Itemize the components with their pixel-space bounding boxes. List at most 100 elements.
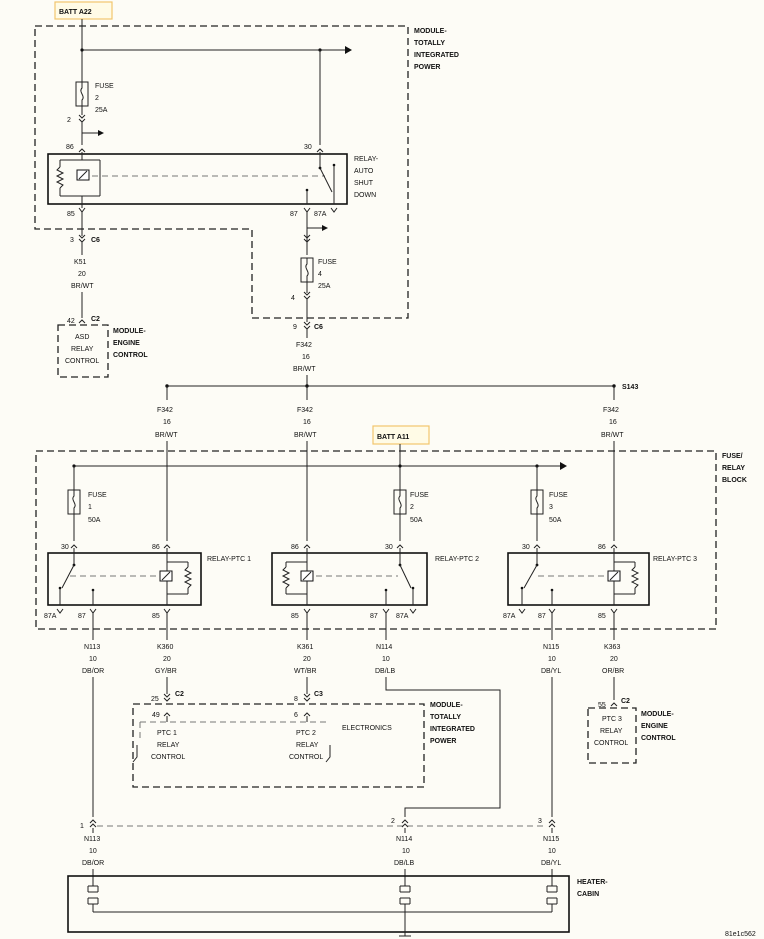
svg-text:F342: F342 (603, 407, 619, 414)
svg-text:86: 86 (291, 544, 299, 551)
svg-text:FUSE/: FUSE/ (722, 453, 743, 460)
svg-text:FUSE: FUSE (88, 492, 107, 499)
svg-text:C3: C3 (314, 691, 323, 698)
svg-text:85: 85 (152, 613, 160, 620)
svg-text:F342: F342 (297, 407, 313, 414)
svg-text:RELAY: RELAY (722, 465, 745, 472)
svg-text:ENGINE: ENGINE (641, 723, 668, 730)
svg-text:N114: N114 (396, 836, 412, 843)
svg-text:2: 2 (95, 95, 99, 102)
ptc2-relay-control: PTC 2 RELAY CONTROL (289, 730, 323, 761)
svg-text:N113: N113 (84, 644, 100, 651)
svg-text:16: 16 (163, 419, 171, 426)
heater-element-1 (87, 885, 99, 912)
svg-text:10: 10 (89, 848, 97, 855)
svg-text:DB/OR: DB/OR (82, 860, 104, 867)
tipm-label: MODULE- TOTALLY INTEGRATED POWER (414, 28, 459, 71)
svg-text:AUTO: AUTO (354, 168, 374, 175)
svg-text:RELAY: RELAY (600, 728, 623, 735)
svg-text:CABIN: CABIN (577, 891, 599, 898)
svg-text:30: 30 (304, 144, 312, 151)
wire-f342-branch-2: F342 16 BR/WT (294, 407, 317, 439)
ecm2-module-outline (587, 707, 637, 764)
svg-text:HEATER-: HEATER- (577, 879, 608, 886)
wire-n114: N114 10 DB/LB (375, 644, 396, 675)
svg-text:RELAY: RELAY (296, 742, 319, 749)
svg-text:MODULE-: MODULE- (430, 702, 463, 709)
svg-text:BR/WT: BR/WT (601, 432, 624, 439)
heater-wire-n115: N115 10 DB/YL (541, 836, 561, 867)
feed-arrow-icon (345, 46, 352, 54)
relay-ptc-3: 30 86 RELAY-PTC 3 87A 87 85 (503, 544, 697, 620)
svg-text:ASD: ASD (75, 334, 89, 341)
fuse-relay-block-label: FUSE/ RELAY BLOCK (722, 453, 747, 484)
svg-text:DB/LB: DB/LB (394, 860, 415, 867)
svg-text:MODULE-: MODULE- (113, 328, 146, 335)
heater-connector-3: 3 (538, 818, 556, 828)
heater-connector-1: 1 (80, 819, 97, 830)
wire-n115: N115 10 DB/YL (541, 644, 561, 675)
svg-text:ENGINE: ENGINE (113, 340, 140, 347)
svg-text:K361: K361 (297, 644, 313, 651)
svg-text:85: 85 (598, 613, 606, 620)
svg-text:CONTROL: CONTROL (65, 358, 99, 365)
svg-text:BATT A22: BATT A22 (59, 9, 92, 16)
fuse-2-50a: FUSE 2 50A (393, 489, 429, 524)
svg-text:C6: C6 (91, 237, 100, 244)
svg-text:85: 85 (291, 613, 299, 620)
svg-text:FUSE: FUSE (95, 83, 114, 90)
svg-text:87A: 87A (44, 613, 57, 620)
svg-text:N113: N113 (84, 836, 100, 843)
svg-text:87: 87 (290, 211, 298, 218)
heater-element-2 (399, 885, 411, 912)
svg-text:86: 86 (66, 144, 74, 151)
svg-text:55: 55 (598, 702, 606, 709)
svg-text:RELAY-: RELAY- (354, 156, 379, 163)
svg-text:INTEGRATED: INTEGRATED (430, 726, 475, 733)
svg-text:K363: K363 (604, 644, 620, 651)
svg-text:FUSE: FUSE (549, 492, 568, 499)
heater-wire-n113: N113 10 DB/OR (82, 836, 104, 867)
svg-text:10: 10 (548, 656, 556, 663)
svg-text:20: 20 (163, 656, 171, 663)
wire-n113: N113 10 DB/OR (82, 644, 104, 675)
svg-text:20: 20 (78, 271, 86, 278)
svg-text:6: 6 (294, 712, 298, 719)
svg-text:85: 85 (67, 211, 75, 218)
n114-routing (385, 677, 501, 817)
relay-ptc-2: 86 30 RELAY-PTC 2 85 87 87A (271, 544, 479, 620)
svg-text:DB/LB: DB/LB (375, 668, 396, 675)
svg-text:CONTROL: CONTROL (289, 754, 323, 761)
svg-text:16: 16 (609, 419, 617, 426)
svg-text:TOTALLY: TOTALLY (414, 40, 445, 47)
wire-f342-main: F342 16 BR/WT (293, 342, 316, 373)
svg-text:50A: 50A (410, 517, 423, 524)
heater-wire-n114: N114 10 DB/LB (394, 836, 415, 867)
svg-text:2: 2 (410, 504, 414, 511)
svg-text:9: 9 (293, 324, 297, 331)
wire-k361: K361 20 WT/BR (294, 644, 317, 675)
svg-text:25: 25 (151, 696, 159, 703)
svg-text:4: 4 (318, 271, 322, 278)
svg-text:RELAY: RELAY (71, 346, 94, 353)
svg-text:25A: 25A (318, 283, 331, 290)
svg-text:3: 3 (70, 237, 74, 244)
svg-text:N115: N115 (543, 644, 559, 651)
svg-text:POWER: POWER (414, 64, 440, 71)
svg-text:1: 1 (88, 504, 92, 511)
svg-text:10: 10 (89, 656, 97, 663)
heater-element-3 (546, 885, 558, 912)
svg-text:N114: N114 (376, 644, 392, 651)
svg-text:MODULE-: MODULE- (641, 711, 674, 718)
svg-text:16: 16 (302, 354, 310, 361)
heater-cabin-label: HEATER- CABIN (577, 879, 608, 898)
svg-text:GY/BR: GY/BR (155, 668, 177, 675)
svg-text:50A: 50A (549, 517, 562, 524)
svg-text:DB/YL: DB/YL (541, 668, 561, 675)
svg-text:2: 2 (67, 117, 71, 124)
tipm2-label: MODULE- TOTALLY INTEGRATED POWER (430, 702, 475, 745)
tipm-electronics-outline (132, 703, 425, 788)
svg-text:10: 10 (382, 656, 390, 663)
svg-text:C6: C6 (314, 324, 323, 331)
svg-text:BATT A11: BATT A11 (377, 434, 409, 441)
